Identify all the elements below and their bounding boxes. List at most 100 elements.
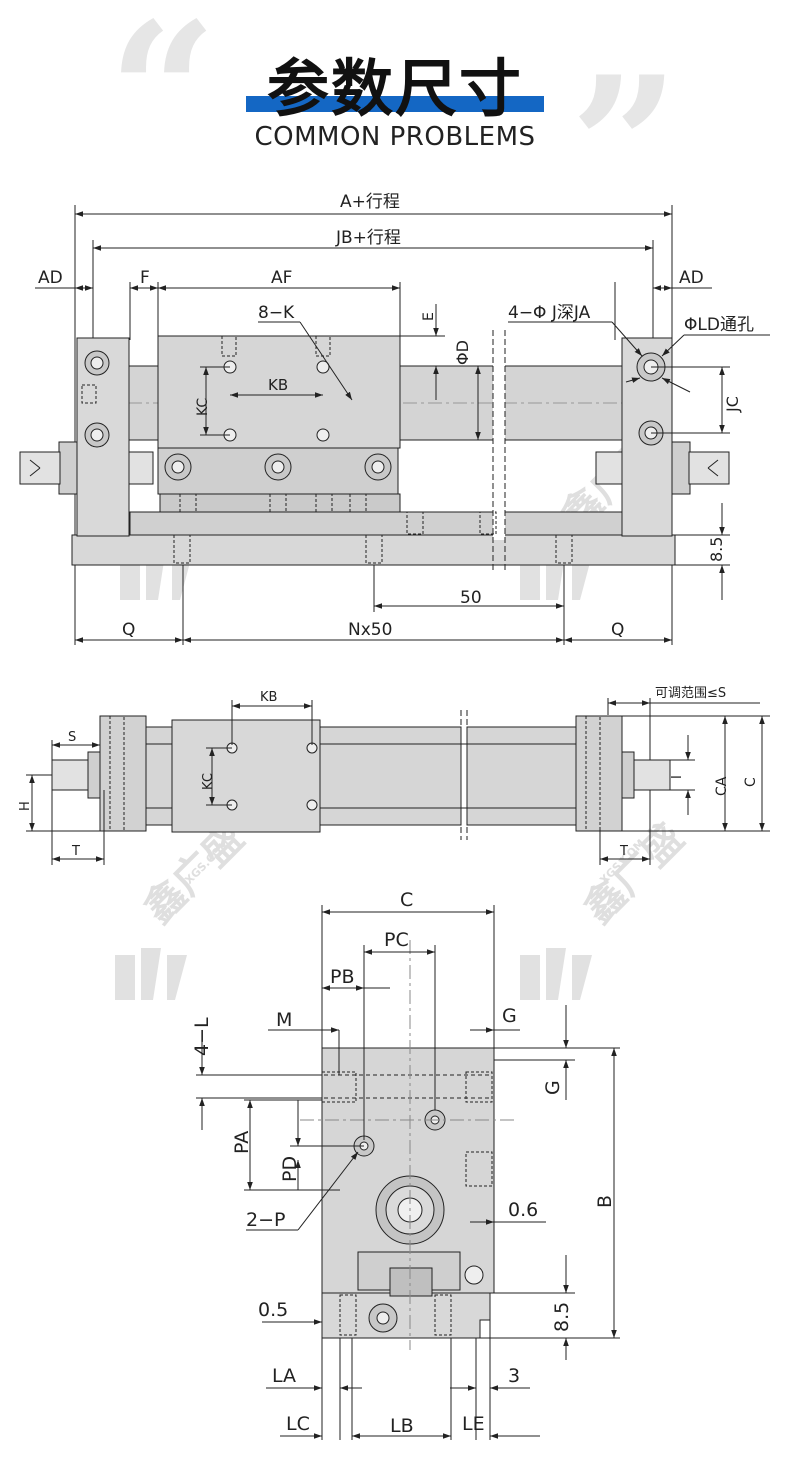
label-t-left: T xyxy=(71,844,80,859)
bolt-hole xyxy=(90,428,104,442)
rail-hole xyxy=(365,534,383,564)
leader-line xyxy=(297,1151,359,1231)
stopper-screw xyxy=(51,759,89,791)
label-ad-left: AD xyxy=(38,268,63,288)
quote-open-icon: “ xyxy=(108,0,218,204)
guide-rail xyxy=(389,1267,433,1297)
label-kb: KB xyxy=(260,690,277,705)
label-8k: 8−K xyxy=(258,303,295,323)
hidden-hole xyxy=(339,1294,357,1336)
front-view-labels: A+行程 JB+行程 AD F AF AD 8−K E ΦD 4−Φ J深JA … xyxy=(38,192,754,640)
label-m: M xyxy=(276,1009,292,1031)
hidden-hole xyxy=(109,715,125,832)
label-c: C xyxy=(400,889,413,911)
side-view-labels: C PC PB M G 4−L G PA PD 2−P 0.6 B 0.5 8.… xyxy=(191,889,616,1437)
hidden-hole xyxy=(179,493,197,513)
label-0-6: 0.6 xyxy=(508,1199,538,1221)
rail-hole xyxy=(479,511,497,535)
header: “ ” 参数尺寸 COMMON PROBLEMS xyxy=(0,0,790,242)
label-t-right: T xyxy=(619,844,628,859)
label-phi-d: ΦD xyxy=(453,340,472,365)
tapped-hole xyxy=(306,799,318,811)
label-8-5: 8.5 xyxy=(551,1302,573,1332)
screw-slot xyxy=(29,467,41,477)
label-c: C xyxy=(743,777,759,787)
slider-table xyxy=(171,719,321,833)
label-pc: PC xyxy=(384,929,409,951)
label-kb: KB xyxy=(268,376,288,394)
watermark-logo-icon xyxy=(115,948,187,1000)
label-range: 可调范围≤S xyxy=(655,686,726,701)
label-nx50: Nx50 xyxy=(348,620,392,640)
quote-close-icon: ” xyxy=(570,35,680,258)
hidden-hole xyxy=(465,1071,493,1103)
label-0-5: 0.5 xyxy=(258,1299,288,1321)
label-le: LE xyxy=(462,1413,485,1435)
label-3: 3 xyxy=(508,1365,520,1387)
leader-line xyxy=(661,334,685,357)
watermark-text: 鑫广盛 xyxy=(575,815,692,932)
leader-line xyxy=(299,321,353,401)
label-lc: LC xyxy=(286,1413,310,1435)
label-pb: PB xyxy=(330,966,355,988)
bolt-hole xyxy=(371,460,385,474)
bolt-hole xyxy=(90,356,104,370)
rail-hole xyxy=(406,511,424,535)
screw-slot xyxy=(707,459,719,469)
label-g-top: G xyxy=(502,1005,517,1027)
stopper-screw xyxy=(595,451,623,485)
tapped-hole xyxy=(316,428,330,442)
stopper-screw xyxy=(633,759,671,791)
hidden-hole xyxy=(434,1294,452,1336)
rail-hole xyxy=(173,534,191,564)
stopper-nut xyxy=(621,751,635,799)
top-view xyxy=(26,698,770,865)
label-ad-right: AD xyxy=(679,268,704,288)
cylinder-tube xyxy=(466,726,578,826)
label-af: AF xyxy=(271,268,292,288)
hidden-hole xyxy=(465,1151,493,1187)
end-block-left xyxy=(99,715,147,832)
stopper-nut xyxy=(671,441,691,495)
label-ca: CA xyxy=(714,776,730,796)
label-8-5: 8.5 xyxy=(707,537,726,562)
tapped-hole xyxy=(316,360,330,374)
bolt-hole xyxy=(271,460,285,474)
label-kc: KC xyxy=(195,398,211,416)
bolt-hole xyxy=(171,460,185,474)
label-i: I xyxy=(670,775,685,779)
label-jc: JC xyxy=(723,396,742,413)
side-view xyxy=(196,905,620,1440)
base-section xyxy=(321,1292,491,1339)
top-view-labels: KB 可调范围≤S S H KC I CA C T T xyxy=(18,686,759,859)
label-50: 50 xyxy=(460,588,482,608)
leader-line xyxy=(661,377,691,393)
screw-slot xyxy=(29,459,41,469)
rail-slot xyxy=(479,1319,491,1339)
stopper-screw xyxy=(688,451,730,485)
front-view xyxy=(19,205,770,645)
stopper-bolt xyxy=(464,1265,484,1285)
label-4-phi-j: 4−Φ J深JA xyxy=(508,303,591,323)
end-block-right xyxy=(575,715,623,832)
linear-guide xyxy=(129,511,626,536)
watermark-logo-icon xyxy=(520,948,592,1000)
label-pd: PD xyxy=(279,1156,301,1182)
label-jb-stroke: JB+行程 xyxy=(335,228,401,248)
label-phi-ld: ΦLD通孔 xyxy=(684,315,754,335)
break-gap xyxy=(493,360,505,540)
label-kc: KC xyxy=(201,773,216,790)
label-b: B xyxy=(594,1195,616,1208)
rail-hole xyxy=(555,534,573,564)
hidden-hole xyxy=(221,335,237,357)
title-accent-bar xyxy=(246,96,544,112)
label-la: LA xyxy=(272,1365,296,1387)
label-f: F xyxy=(140,268,150,288)
screw-slot xyxy=(707,467,719,477)
page-title: 参数尺寸 xyxy=(266,52,523,125)
label-pa: PA xyxy=(231,1131,253,1154)
stopper-screw xyxy=(128,451,154,485)
hidden-hole xyxy=(585,715,601,832)
base-rail xyxy=(71,534,676,566)
